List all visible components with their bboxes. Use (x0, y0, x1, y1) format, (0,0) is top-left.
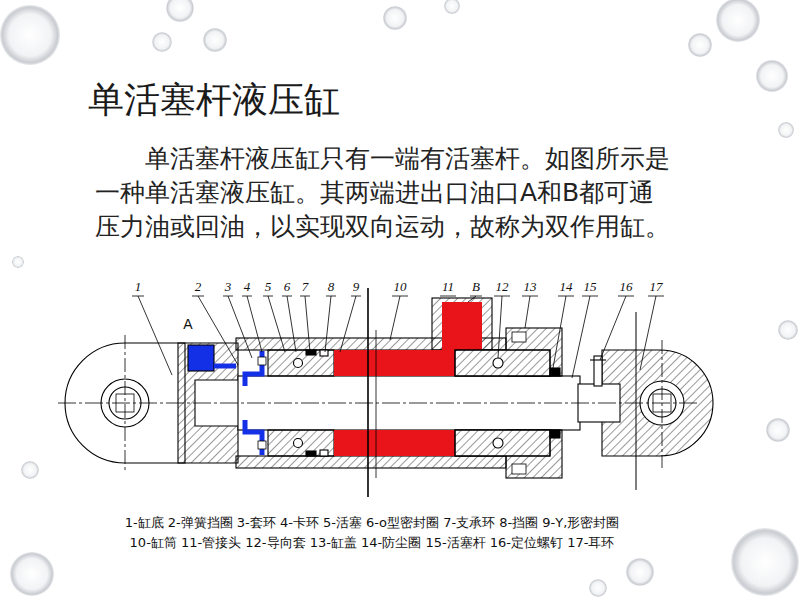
hydraulic-cylinder (320, 450, 328, 456)
hydraulic-cylinder (306, 451, 316, 456)
hydraulic-cylinder (294, 439, 303, 448)
callout-number: 7 (302, 279, 309, 294)
callout-number: 13 (524, 279, 537, 294)
hydraulic-cylinder (245, 351, 262, 386)
leader-lines (390, 296, 408, 340)
callout-number: 10 (394, 279, 407, 294)
water-droplets (778, 320, 798, 340)
hydraulic-cylinder (550, 430, 560, 438)
leader-lines (192, 296, 238, 365)
water-droplets (626, 558, 654, 586)
leader-lines (572, 296, 598, 378)
slide-title: 单活塞杆液压缸 (88, 78, 340, 122)
leader-lines (494, 296, 510, 358)
hydraulic-cylinder (334, 430, 455, 456)
leader-lines (440, 296, 456, 297)
water-droplets (12, 256, 24, 268)
callout-number: 12 (496, 279, 509, 294)
hydraulic-cylinder (258, 441, 266, 449)
water-droplets (21, 461, 39, 479)
hydraulic-cylinder (376, 330, 377, 478)
hydraulic-cylinder (512, 332, 526, 342)
hydraulic-cylinder (512, 464, 526, 474)
hydraulic-cylinder (320, 350, 328, 356)
hydraulic-cylinder (442, 302, 482, 352)
callout-number: 2 (195, 279, 202, 294)
hydraulic-cylinder (455, 430, 550, 456)
water-droplets (589, 579, 607, 597)
hydraulic-cylinder (58, 403, 698, 404)
water-droplets (383, 6, 407, 30)
hydraulic-cylinder (306, 350, 316, 355)
leader-lines (325, 296, 336, 352)
water-droplets (0, 5, 60, 65)
water-droplets (716, 0, 760, 42)
body-text: 单活塞杆液压缸只有一端有活塞杆。如图所示是一种单活塞液压缸。其两端进出口油口A和… (95, 142, 675, 244)
port-letter: B (472, 279, 480, 294)
callout-number: 3 (225, 279, 232, 294)
callout-number: 11 (442, 279, 454, 294)
leader-lines (553, 296, 574, 368)
water-droplets (166, 0, 194, 22)
hydraulic-cylinder (367, 288, 369, 497)
hydraulic-cylinder (550, 368, 560, 376)
hydraulic-cylinder (236, 456, 506, 468)
water-droplets (756, 60, 788, 92)
leader-lines (522, 296, 538, 328)
hydraulic-cylinder (493, 358, 503, 368)
hydraulic-cylinder (58, 288, 713, 497)
hydraulic-cylinder (493, 438, 503, 448)
leader-lines (132, 296, 664, 378)
callout-number: 1 (135, 279, 142, 294)
hydraulic-cylinder (214, 364, 236, 369)
leader-lines (132, 296, 172, 375)
hydraulic-cylinder (125, 335, 126, 470)
leader-lines (600, 296, 634, 360)
water-droplets (444, 0, 460, 14)
callout-number: 8 (328, 279, 335, 294)
parts-list: 1-缸底 2-弹簧挡圈 3-套环 4-卡环 5-活塞 6-o型密封圈 7-支承环… (125, 515, 620, 531)
hydraulic-cylinder (268, 430, 334, 456)
water-droplets (10, 552, 54, 596)
hydraulic-cylinder (245, 420, 262, 455)
hydraulic-cylinder (455, 350, 550, 376)
callout-number: 17 (650, 279, 663, 294)
water-droplets (766, 418, 790, 442)
hydraulic-cylinder (455, 430, 550, 456)
callout-number: 14 (560, 279, 573, 294)
water-droplets (688, 33, 712, 57)
water-droplets (778, 122, 794, 138)
leader-lines (468, 296, 482, 302)
leader-lines (223, 296, 252, 358)
hydraulic-cylinder (662, 340, 663, 468)
hydraulic-cylinder (334, 350, 455, 376)
hydraulic-cylinder (268, 350, 334, 376)
figure-ground (50, 268, 705, 556)
hydraulic-cylinder (188, 345, 214, 371)
callout-number: 9 (353, 279, 360, 294)
hydraulic-cylinder (258, 357, 266, 365)
hydraulic-cylinder (455, 350, 550, 376)
callout-number: 4 (244, 279, 251, 294)
leader-lines (242, 296, 262, 352)
leader-lines (263, 296, 285, 352)
leader-lines (640, 296, 664, 370)
callout-number: 15 (584, 279, 597, 294)
water-droplets (152, 32, 172, 52)
leader-lines (340, 296, 361, 352)
callout-number: 16 (620, 279, 633, 294)
hydraulic-cylinder (294, 359, 303, 368)
callout-number: 6 (284, 279, 291, 294)
port-letter: A (183, 316, 192, 332)
hydraulic-cylinder (590, 359, 606, 360)
water-droplets (731, 528, 799, 596)
parts-list: 10-缸筒 11-管接头 12-导向套 13-缸盖 14-防尘圈 15-活塞杆 … (130, 535, 615, 551)
water-droplets (203, 28, 227, 52)
leader-lines (282, 296, 296, 352)
hydraulic-cylinder (636, 312, 637, 490)
leader-lines (300, 296, 310, 352)
callout-number: 5 (265, 279, 272, 294)
